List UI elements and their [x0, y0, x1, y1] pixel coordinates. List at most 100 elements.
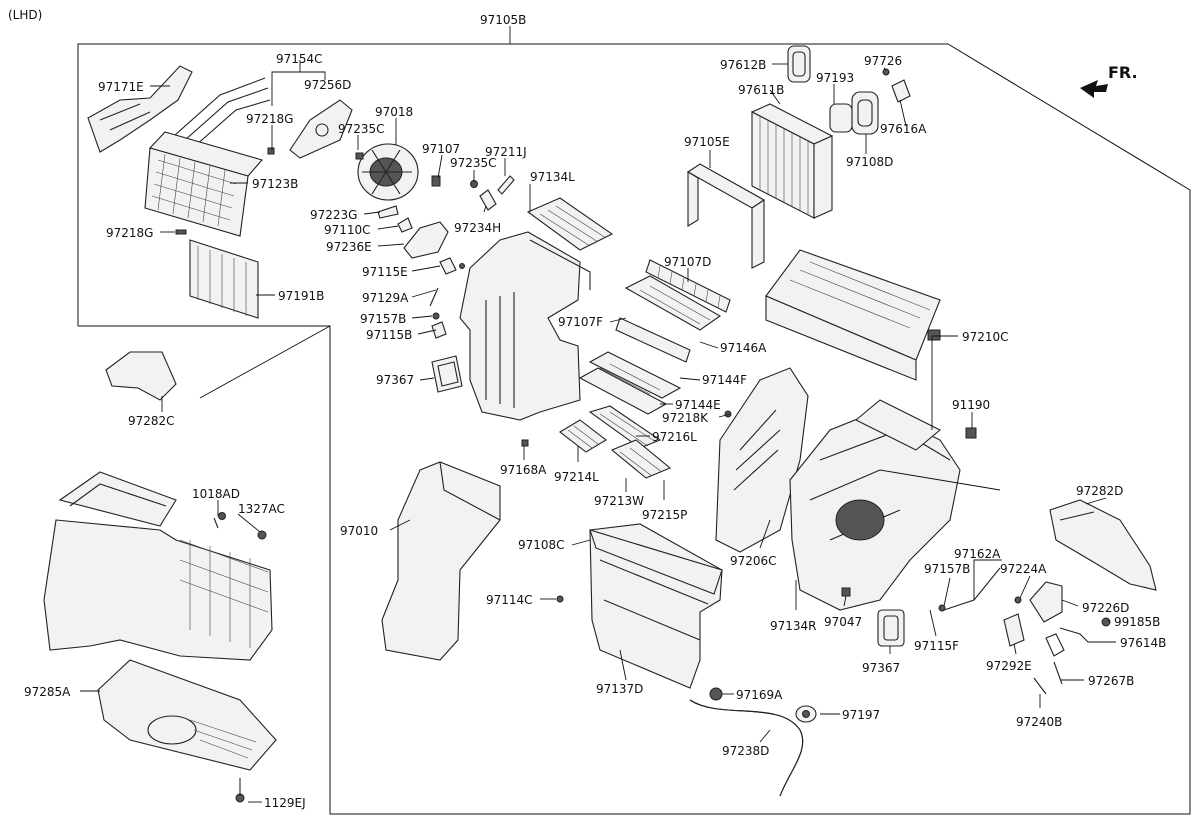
label-97267B: 97267B [1088, 674, 1134, 688]
blower-case-part [459, 231, 591, 421]
label-97115F: 97115F [914, 639, 959, 653]
grommet-169a-part [709, 687, 723, 701]
bolts-part [213, 512, 267, 803]
label-1018AD: 1018AD [192, 487, 240, 501]
label-97235C-a: 97235C [338, 122, 385, 136]
label-97256D: 97256D [304, 78, 351, 92]
label-1129EJ: 1129EJ [264, 796, 306, 810]
label-97282C: 97282C [128, 414, 175, 428]
label-97105B: 97105B [480, 13, 526, 27]
front-direction-arrow-icon [1080, 80, 1108, 98]
door-144-part [578, 351, 682, 415]
label-97214L: 97214L [554, 470, 599, 484]
label-97218G-a: 97218G [246, 112, 293, 126]
label-97154C: 97154C [276, 52, 323, 66]
label-97210C: 97210C [962, 330, 1009, 344]
label-97218G-b: 97218G [106, 226, 153, 240]
label-97215P: 97215P [642, 508, 687, 522]
label-97211J: 97211J [485, 145, 527, 159]
label-97115E: 97115E [362, 265, 408, 279]
label-97226D: 97226D [1082, 601, 1129, 615]
evaporator-part [750, 103, 834, 219]
door-216l-part [559, 405, 672, 479]
label-97010: 97010 [340, 524, 378, 538]
label-97282D: 97282D [1076, 484, 1123, 498]
label-97123B: 97123B [252, 177, 298, 191]
label-97240B: 97240B [1016, 715, 1062, 729]
label-97193: 97193 [816, 71, 854, 85]
label-97292E: 97292E [986, 659, 1032, 673]
label-97611B: 97611B [738, 83, 784, 97]
actuator-236e-part [403, 221, 449, 259]
label-97162A: 97162A [954, 547, 1001, 561]
label-97197: 97197 [842, 708, 880, 722]
label-97223G: 97223G [310, 208, 357, 222]
label-99185B: 99185B [1114, 615, 1160, 629]
label-97191B: 97191B [278, 289, 324, 303]
seal-367a-part [431, 355, 463, 393]
door-146a-part [615, 317, 691, 363]
seal-105e-part [686, 163, 766, 269]
door-107f-part [624, 275, 722, 331]
label-97169A: 97169A [736, 688, 783, 702]
plug-197-part [795, 705, 817, 723]
label-1327AC: 1327AC [238, 502, 285, 516]
label-97115B: 97115B [366, 328, 412, 342]
label-97108C: 97108C [518, 538, 565, 552]
hvac-assembly-part [43, 471, 273, 661]
label-97171E: 97171E [98, 80, 144, 94]
actuator-115e-part [429, 257, 732, 447]
label-97134L: 97134L [530, 170, 575, 184]
heater-pipes-part [174, 77, 271, 147]
seals-top-part [787, 45, 911, 135]
label-97107D: 97107D [664, 255, 711, 269]
clip-91190-part [965, 427, 977, 439]
label-97114C: 97114C [486, 593, 533, 607]
assembly-frame [77, 26, 1191, 815]
blower-fan-part [357, 143, 419, 201]
main-case-right-part [715, 367, 961, 611]
lower-case-part [589, 523, 723, 689]
label-97137D: 97137D [596, 682, 643, 696]
door-107d-part [645, 259, 731, 313]
heater-core-part [144, 131, 263, 237]
label-97110C: 97110C [324, 223, 371, 237]
label-97614B: 97614B [1120, 636, 1166, 650]
label-97157B-a: 97157B [360, 312, 406, 326]
ptc-heater-part [189, 239, 259, 319]
label-97234H: 97234H [454, 221, 501, 235]
duct-010-part [381, 461, 501, 661]
duct-282d-part [1049, 499, 1157, 591]
actuator-256d-part [289, 99, 353, 159]
label-97616A: 97616A [880, 122, 927, 136]
label-97224A: 97224A [1000, 562, 1047, 576]
undercover-part [97, 659, 277, 771]
label-97105E: 97105E [684, 135, 730, 149]
label-97018: 97018 [375, 105, 413, 119]
clip-114c-part [556, 595, 564, 603]
label-97107: 97107 [422, 142, 460, 156]
label-97107F: 97107F [558, 315, 603, 329]
lhd-label: (LHD) [8, 8, 42, 22]
label-97144E: 97144E [675, 398, 721, 412]
label-97047: 97047 [824, 615, 862, 629]
duct-282c-part [105, 351, 177, 401]
label-97285A: 97285A [24, 685, 71, 699]
label-97238D: 97238D [722, 744, 769, 758]
drain-hose-part [689, 699, 804, 797]
label-97213W: 97213W [594, 494, 644, 508]
small-clips-part [175, 147, 515, 235]
leader-lines [80, 60, 1116, 803]
clip-047-part [841, 587, 851, 597]
door-134l-part [526, 197, 614, 251]
label-97157B-b: 97157B [924, 562, 970, 576]
pipe-bracket-part [87, 65, 193, 153]
label-97129A: 97129A [362, 291, 409, 305]
label-97726: 97726 [864, 54, 902, 68]
seal-367b-part [877, 609, 905, 647]
label-97367-b: 97367 [862, 661, 900, 675]
label-97235C-b: 97235C [450, 156, 497, 170]
label-97108D: 97108D [846, 155, 893, 169]
